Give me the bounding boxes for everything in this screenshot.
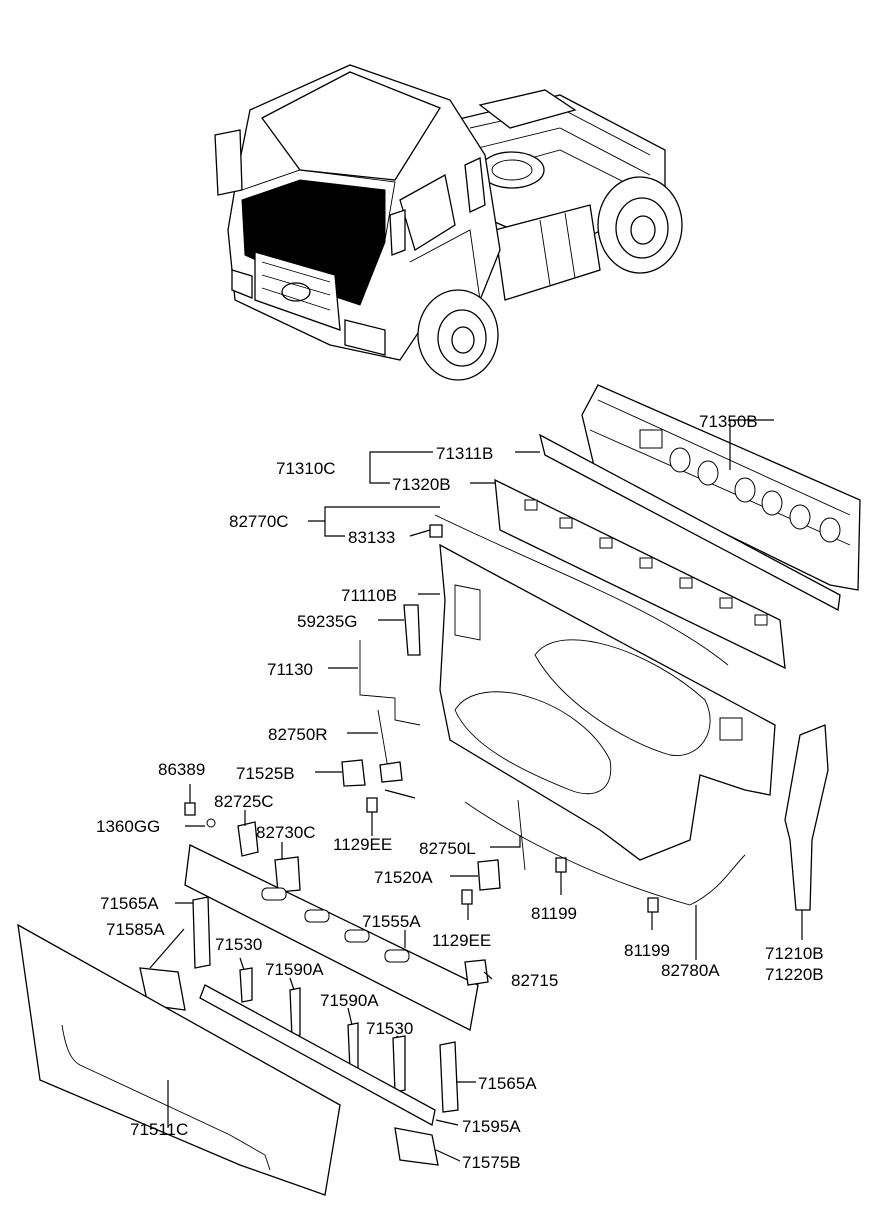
label-71565A-right: 71565A — [478, 1074, 537, 1093]
label-71530-upper: 71530 — [215, 935, 262, 954]
leader-lines — [149, 419, 803, 1162]
label-1129EE-upper: 1129EE — [333, 835, 392, 854]
label-71220B: 71220B — [765, 965, 824, 984]
label-82715: 82715 — [511, 971, 558, 990]
label-71210B: 71210B — [765, 944, 824, 963]
label-71525B: 71525B — [236, 764, 295, 783]
label-71590A-lower: 71590A — [320, 991, 379, 1010]
label-59235G: 59235G — [297, 612, 358, 631]
label-1129EE-lower: 1129EE — [432, 931, 491, 950]
label-71350B: 71350B — [699, 412, 758, 431]
label-71311B: 71311B — [436, 444, 493, 463]
label-86389: 86389 — [158, 760, 205, 779]
label-71520A: 71520A — [374, 868, 433, 887]
label-71575B: 71575B — [462, 1153, 521, 1172]
label-82780A: 82780A — [661, 961, 720, 980]
label-71595A: 71595A — [462, 1117, 521, 1136]
label-81199-upper: 81199 — [531, 904, 577, 923]
part-labels: 71350B 71311B 71310C 71320B 82770C 83133… — [96, 412, 824, 1172]
label-71565A-left: 71565A — [100, 894, 159, 913]
label-71585A: 71585A — [106, 920, 165, 939]
label-71530-lower: 71530 — [366, 1019, 413, 1038]
label-71590A-upper: 71590A — [265, 960, 324, 979]
label-71555A: 71555A — [362, 912, 421, 931]
label-82770C: 82770C — [229, 512, 289, 531]
label-81199-lower: 81199 — [624, 941, 670, 960]
truck-illustration — [214, 64, 683, 381]
label-71310C: 71310C — [276, 459, 336, 478]
label-82725C: 82725C — [214, 792, 274, 811]
label-82730C: 82730C — [256, 823, 316, 842]
label-83133: 83133 — [348, 528, 395, 547]
label-82750R: 82750R — [268, 725, 328, 744]
label-1360GG: 1360GG — [96, 817, 160, 836]
label-71320B: 71320B — [392, 475, 451, 494]
label-71110B: 71110B — [341, 586, 397, 605]
parts-drawings — [17, 384, 861, 1196]
label-71511C: 71511C — [130, 1120, 188, 1139]
label-82750L: 82750L — [419, 839, 476, 858]
label-71130: 71130 — [267, 660, 313, 679]
